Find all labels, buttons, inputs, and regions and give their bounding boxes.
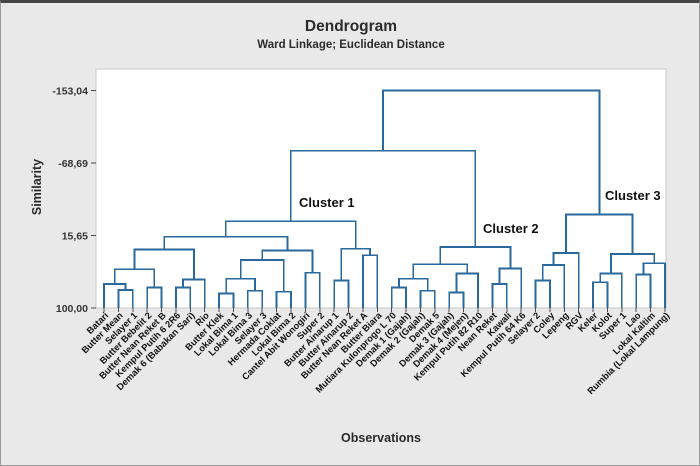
y-tick-label: -153,04	[52, 85, 88, 97]
cluster-label: Cluster 3	[605, 188, 661, 203]
dendrogram-link	[261, 249, 314, 273]
dendrogram-link	[224, 220, 357, 249]
chart-subtitle: Ward Linkage; Euclidean Distance	[257, 39, 445, 51]
dendrogram-link	[182, 278, 206, 308]
chart-title: Dendrogram	[304, 18, 398, 35]
x-axis-label: Observations	[341, 431, 421, 445]
cluster-label: Cluster 2	[483, 221, 539, 236]
dendrogram-link	[382, 89, 601, 215]
y-tick-label: 100,00	[56, 303, 88, 315]
dendrogram-link	[246, 289, 264, 308]
y-tick-label: -68,69	[58, 158, 88, 170]
dendrogram-link	[455, 272, 479, 308]
dendrogram-link	[225, 277, 256, 294]
dendrogram-link	[491, 283, 508, 308]
dendrogram-link	[498, 267, 523, 308]
dendrogram-link	[304, 271, 321, 308]
y-axis-label: Similarity	[30, 158, 44, 216]
dendrogram-link	[419, 289, 436, 308]
dendrogram-link	[599, 272, 623, 308]
dendrogram-link	[133, 248, 195, 280]
dendrogram-link	[397, 277, 429, 291]
y-tick-label: 15,65	[62, 230, 88, 242]
dendrogram-link	[103, 283, 127, 308]
dendrogram-link	[117, 289, 134, 308]
plot-area	[95, 68, 667, 309]
cluster-label: Cluster 1	[299, 195, 355, 210]
